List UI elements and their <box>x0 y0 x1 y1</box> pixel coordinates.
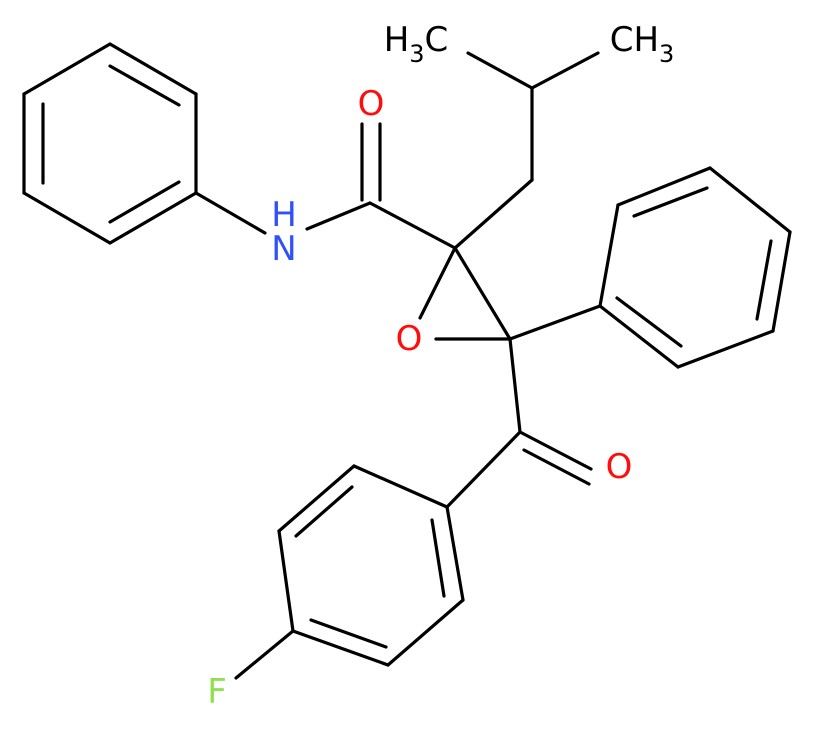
amide-oxygen-label: O <box>358 84 385 124</box>
ketone-oxygen-label: O <box>606 447 633 487</box>
fluorophenyl-ring <box>234 464 465 680</box>
amide-nitrogen-label: N <box>271 229 296 269</box>
n-phenyl-ring <box>22 42 198 245</box>
ketone-group <box>445 337 593 509</box>
epoxide-oxygen-label: O <box>396 319 423 359</box>
amide-hydrogen-label: H <box>271 195 297 235</box>
methyl-right-label: CH3 <box>610 20 675 68</box>
epoxide-ring <box>418 246 512 341</box>
isobutyl-chain <box>453 51 600 250</box>
amide-group <box>194 122 457 250</box>
fluorine-label: F <box>207 672 227 712</box>
c-phenyl-ring <box>508 166 792 369</box>
methyl-left-label: H3C <box>384 20 449 68</box>
